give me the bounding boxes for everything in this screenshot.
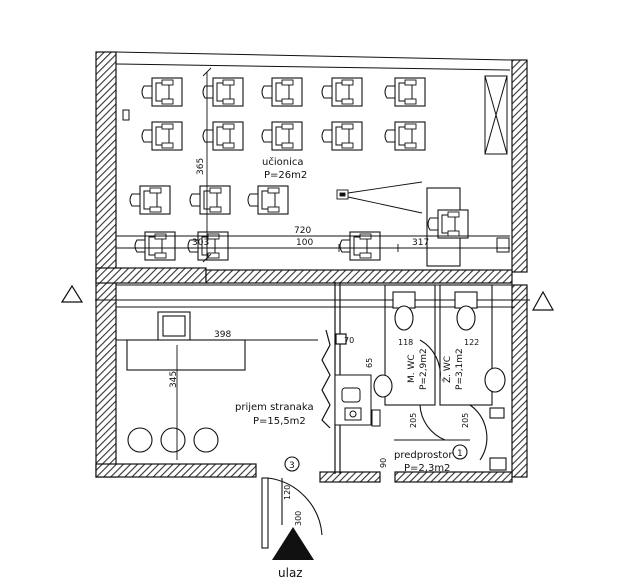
- dim-reception-height: 345: [169, 371, 179, 388]
- dim-118: 118: [398, 338, 413, 347]
- dim-door-width: 120: [283, 485, 292, 500]
- dim-door-height: 300: [294, 511, 303, 526]
- entrance-marker-number: 3: [289, 461, 295, 471]
- classroom-name: učionica: [262, 156, 303, 168]
- wc-m-area: P=2,9m2: [419, 348, 429, 390]
- dim-seg-mid: 100: [296, 238, 313, 248]
- dim-seg-left: 303: [192, 238, 209, 248]
- teacher-desk: [426, 187, 469, 267]
- reception-furniture: [116, 311, 318, 453]
- dim-90: 90: [379, 458, 388, 468]
- labels: učionica P=26m2 365 720 303 100 317 398 …: [169, 156, 479, 580]
- dim-122: 122: [464, 338, 479, 347]
- anteroom-marker: [452, 444, 468, 460]
- entrance-arrow-icon: [272, 527, 314, 560]
- entrance-label: ulaz: [278, 566, 303, 580]
- dim-65: 65: [365, 358, 374, 368]
- dimension-lines: [116, 67, 510, 263]
- dim-total-width: 720: [294, 226, 311, 236]
- reception-name: prijem stranaka: [235, 402, 314, 413]
- dim-classroom-height: 365: [196, 158, 206, 175]
- wc-z-name: Ž. WC: [441, 356, 453, 383]
- section-marker-right-icon: [531, 290, 555, 311]
- board: [484, 75, 510, 253]
- reception-area: P=15,5m2: [253, 416, 306, 427]
- projector: [336, 181, 423, 214]
- walls: [95, 51, 528, 483]
- dim-reception-width: 398: [214, 330, 231, 340]
- anteroom-marker-number: 1: [457, 449, 463, 459]
- section-marker-left-icon: [60, 284, 84, 303]
- classroom-area: P=26m2: [264, 170, 307, 181]
- entrance-marker: [284, 456, 300, 472]
- dim-205a: 205: [409, 413, 418, 428]
- classroom-chairs: [129, 77, 426, 261]
- dim-205b: 205: [461, 413, 470, 428]
- wc-area: [373, 284, 507, 471]
- classroom-small-item: [122, 109, 130, 121]
- dim-70: 70: [344, 336, 354, 345]
- wc-z-area: P=3,1m2: [455, 348, 465, 390]
- entrance-door: [261, 477, 323, 549]
- anteroom-name: predprostor: [394, 450, 453, 461]
- dim-seg-right: 317: [412, 238, 429, 248]
- wc-m-name: M. WC: [407, 354, 417, 383]
- anteroom-area: P=2,3m2: [404, 463, 450, 474]
- kitchenette: [334, 374, 381, 427]
